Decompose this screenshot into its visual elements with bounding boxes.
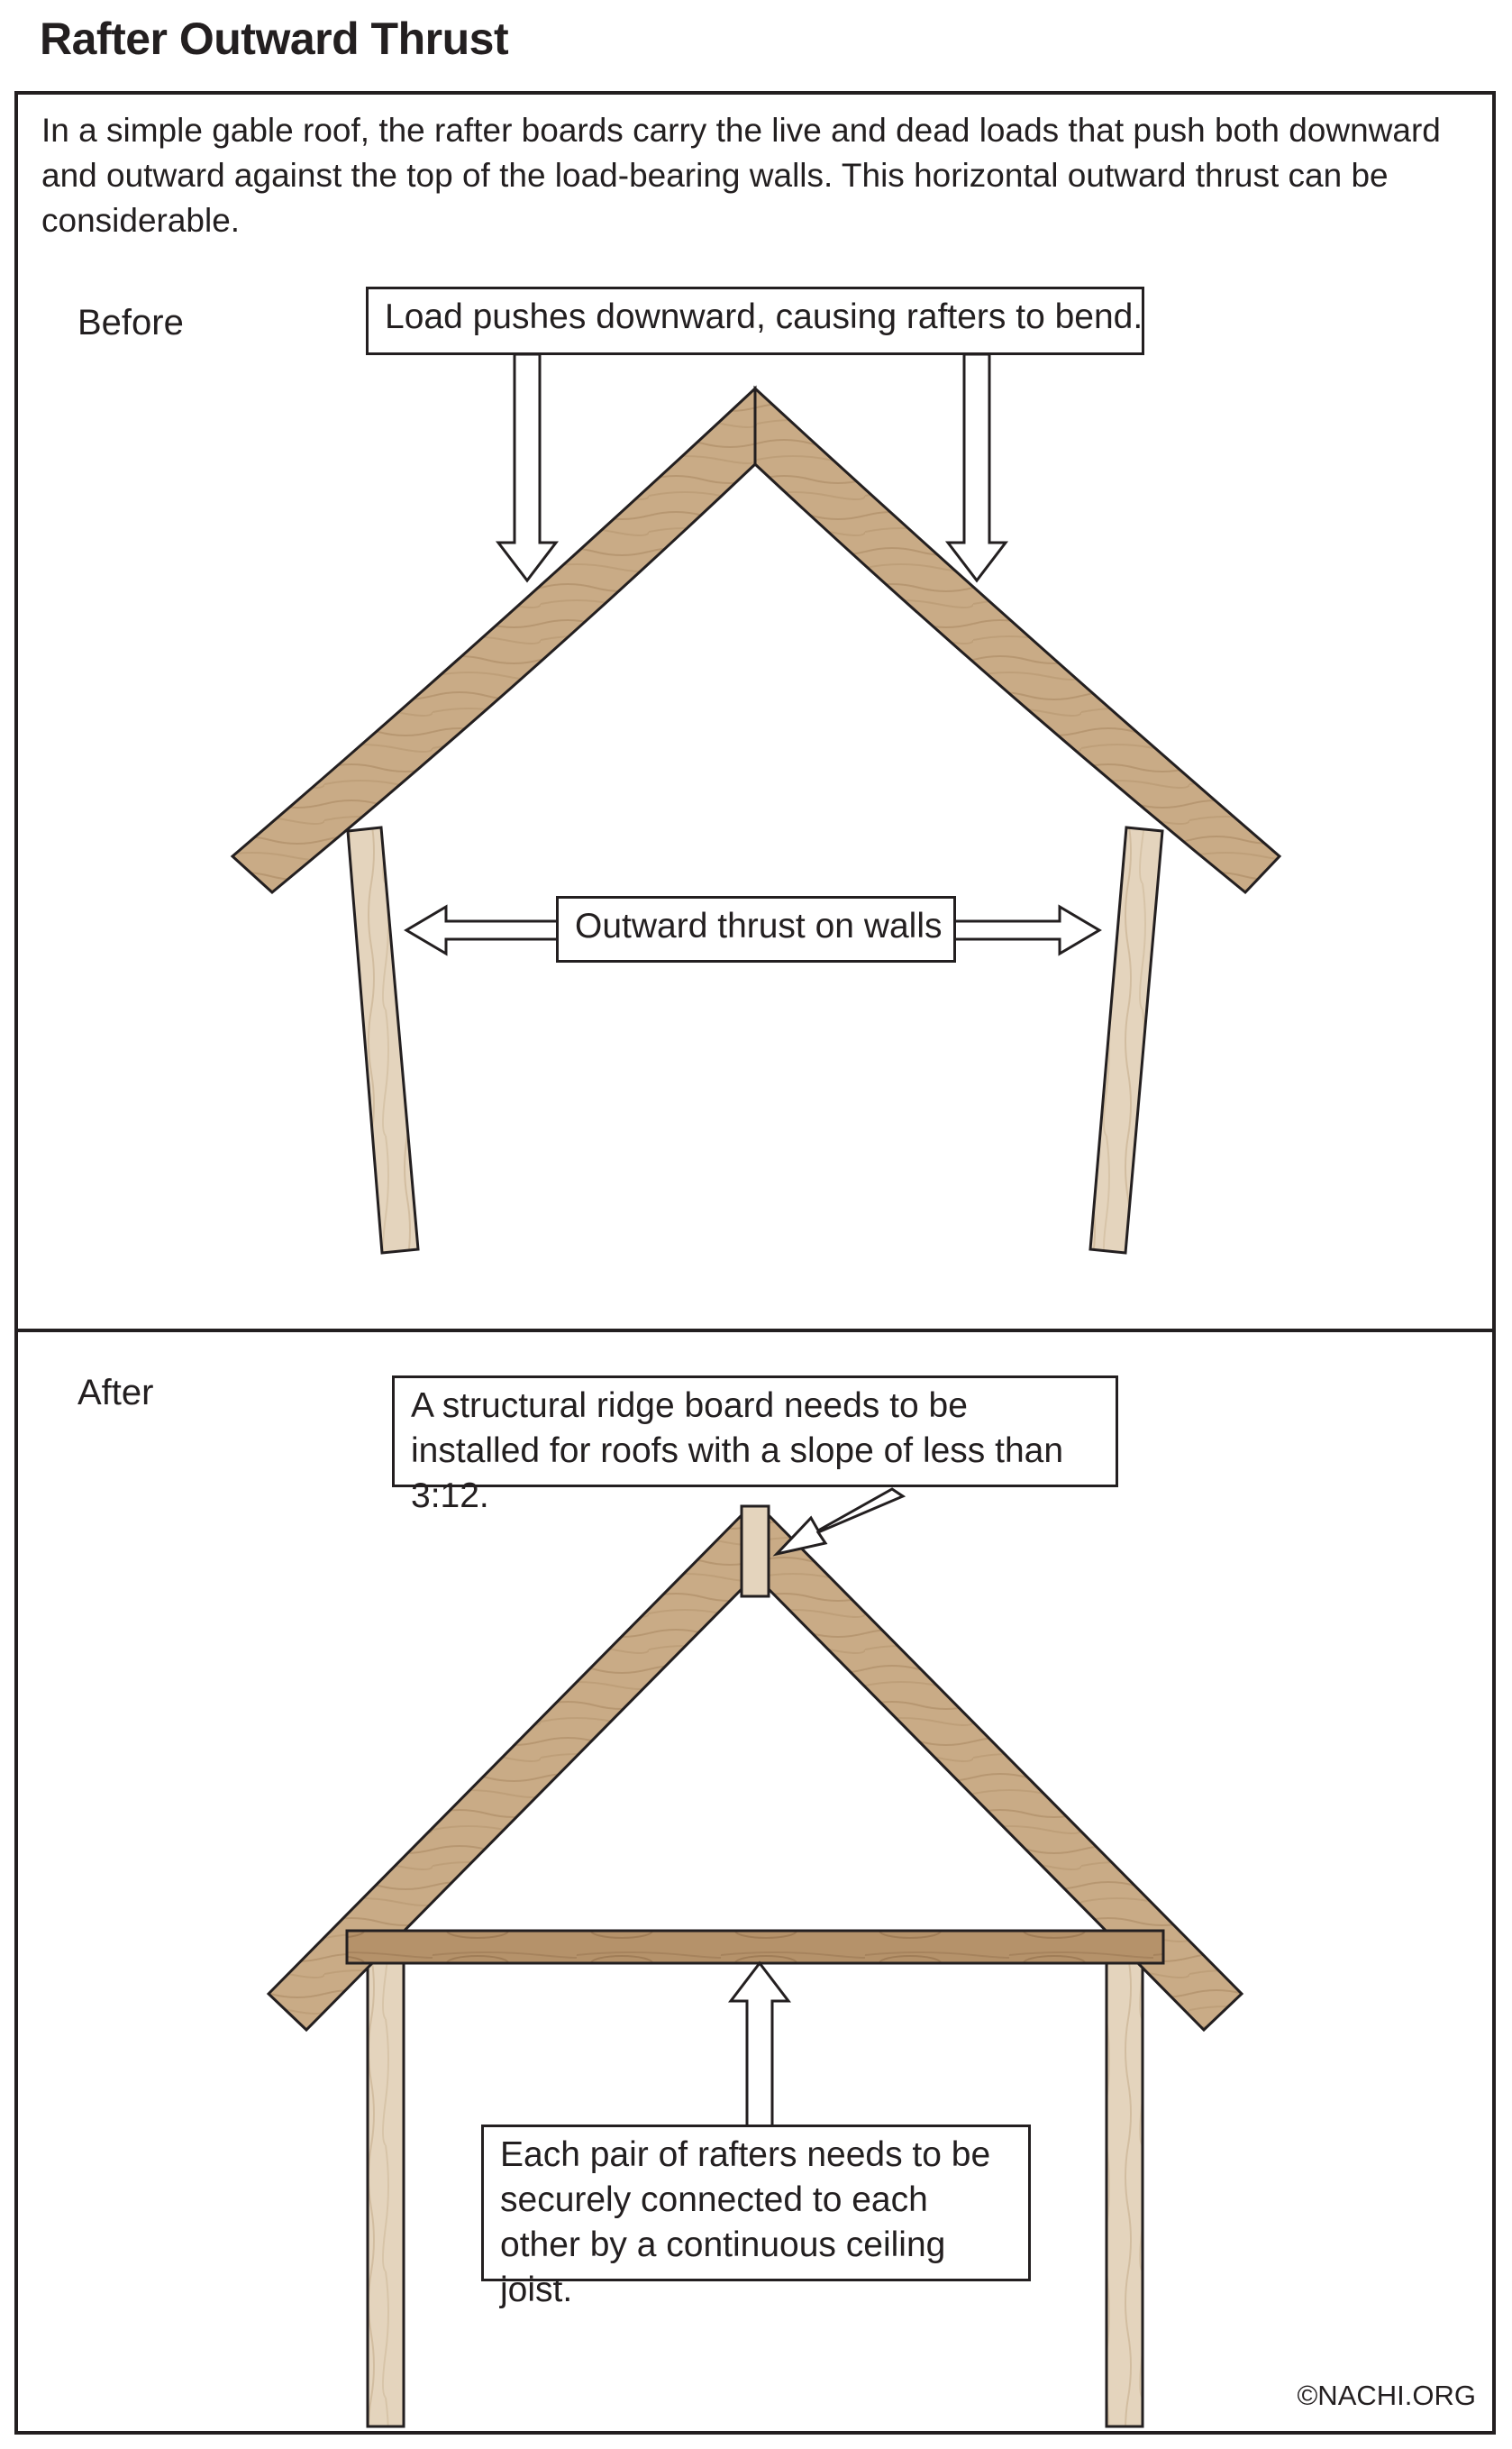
before-rafters [230,385,1282,895]
before-walls [346,826,1164,1255]
after-left-wall [366,1959,405,2428]
before-label: Before [77,303,184,343]
joist-arrow-icon [727,1960,792,2128]
before-left-rafter [230,385,757,894]
thrust-callout: Outward thrust on walls [556,896,956,963]
thrust-arrow-left-icon [404,904,560,956]
ridge-callout: A structural ridge board needs to be ins… [392,1375,1118,1515]
after-right-wall [1105,1959,1144,2428]
joist-callout: Each pair of rafters needs to be securel… [481,2125,1031,2309]
ceiling-joist [345,1929,1165,1965]
page-title: Rafter Outward Thrust [40,14,509,64]
copyright-text: ©NACHI.ORG [1297,2380,1476,2411]
ridge-arrow-icon [772,1487,906,1557]
load-callout: Load pushes downward, causing rafters to… [366,287,1144,355]
ridge-board [740,1504,770,1598]
intro-text: In a simple gable roof, the rafter board… [41,112,1441,239]
diagram-frame [14,91,1496,2435]
thrust-arrow-right-icon [952,904,1102,956]
before-right-wall [1088,826,1164,1255]
load-arrow-left-icon [495,352,560,583]
load-arrow-right-icon [944,352,1009,583]
after-label: After [77,1373,154,1412]
before-right-rafter [753,385,1282,895]
section-divider [14,1329,1496,1332]
before-left-wall [346,826,420,1255]
